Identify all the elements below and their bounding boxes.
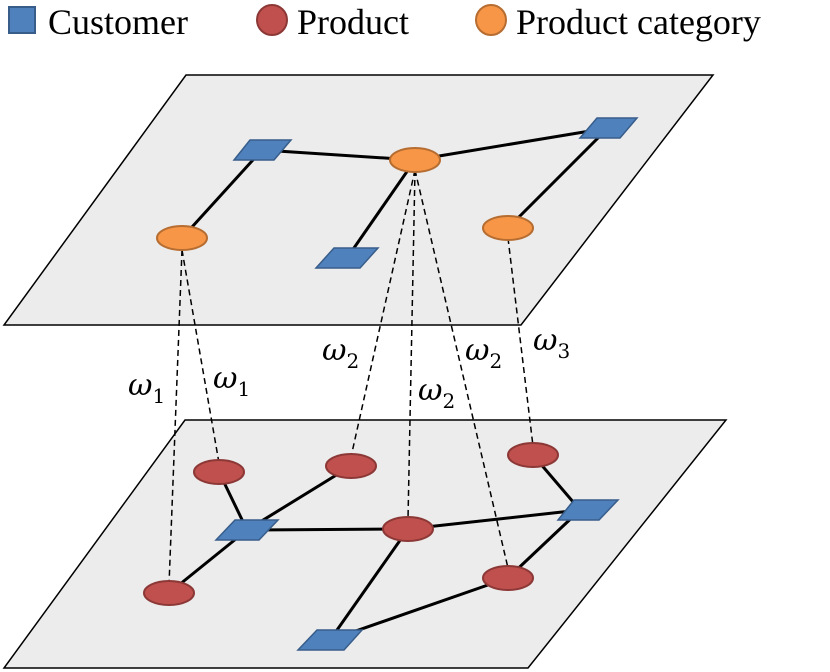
- customer-node: [314, 247, 380, 269]
- customer-node: [232, 139, 293, 161]
- legend: Customer Product Product category: [8, 2, 761, 42]
- inter-layer-link: [181, 249, 220, 464]
- weight-label: ω1: [213, 361, 250, 401]
- inter-layer-link: [350, 169, 416, 458]
- customer-node: [556, 499, 620, 521]
- top-edge: [414, 126, 609, 162]
- customer-node: [296, 629, 364, 651]
- product-node: [382, 516, 434, 542]
- inter-layer-link: [414, 169, 509, 569]
- customer-node: [214, 519, 280, 541]
- legend-product-swatch: [256, 4, 288, 36]
- legend-category-swatch: [475, 4, 507, 36]
- legend-customer-label: Customer: [48, 2, 188, 42]
- weight-label: ω3: [533, 323, 570, 363]
- top-edge: [506, 126, 610, 230]
- top-plane: [2, 74, 715, 326]
- bottom-edge: [246, 527, 409, 532]
- weight-labels: ω1 ω1 ω2 ω2 ω2 ω3: [128, 323, 570, 413]
- customer-node: [578, 117, 639, 139]
- weight-label: ω2: [322, 333, 359, 373]
- top-edge: [345, 159, 417, 259]
- product-node: [325, 453, 377, 479]
- bottom-edge: [328, 528, 410, 641]
- bottom-plane: [2, 419, 728, 669]
- category-node: [482, 215, 534, 241]
- inter-layer-links: [168, 169, 534, 586]
- bottom-layer-nodes: [143, 442, 620, 651]
- inter-layer-link: [407, 169, 416, 520]
- product-node: [193, 459, 245, 485]
- top-layer-nodes: [156, 117, 639, 269]
- product-node: [507, 442, 559, 468]
- legend-customer-swatch: [8, 6, 36, 34]
- product-node: [482, 565, 534, 591]
- legend-product-label: Product: [297, 2, 409, 42]
- inter-layer-link: [507, 237, 534, 447]
- category-node: [156, 225, 208, 251]
- weight-label: ω2: [418, 373, 455, 413]
- product-node: [143, 580, 195, 606]
- category-node: [389, 147, 441, 173]
- inter-layer-link: [168, 249, 183, 586]
- weight-label: ω1: [128, 368, 165, 408]
- top-edge: [180, 148, 264, 240]
- bottom-edge: [407, 508, 581, 531]
- legend-category-label: Product category: [516, 2, 761, 42]
- weight-label: ω2: [465, 333, 502, 373]
